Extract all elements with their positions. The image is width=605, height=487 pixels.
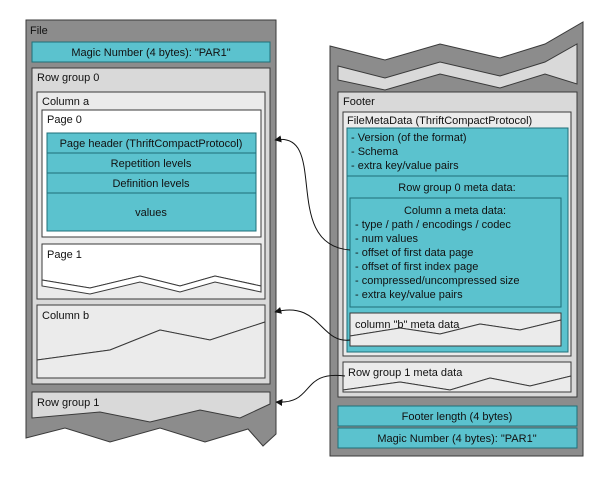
- page-0: Page 0 Page header (ThriftCompactProtoco…: [41, 109, 262, 238]
- row-group-0-meta-title: Row group 0 meta data:: [398, 182, 515, 194]
- column-a-meta-title: Column a meta data:: [404, 205, 506, 217]
- column-b-meta: column "b" meta data: [349, 312, 562, 347]
- column-a-meta: Column a meta data: - type / path / enco…: [349, 197, 562, 308]
- footer-length: [337, 405, 578, 427]
- arrow-column-b-meta-to-column-b: [274, 306, 351, 341]
- row-group-1: Row group 1: [31, 391, 271, 423]
- column-b: Column b: [36, 304, 266, 379]
- page-0-title: Page 0: [47, 114, 82, 126]
- footer-panel: Footer FileMetaData (ThriftCompactProtoc…: [329, 21, 584, 457]
- file-magic-number: [31, 41, 271, 63]
- column-b-title: Column b: [42, 310, 89, 322]
- values-section: [46, 192, 257, 232]
- arrow-row-group-1-meta-to-row-group-1: [275, 374, 346, 406]
- footer-magic-number: [337, 427, 578, 449]
- fmd-item-version: - Version (of the format): [351, 132, 467, 144]
- definition-levels-label: Definition levels: [112, 178, 190, 190]
- cam-item-num-values: - num values: [355, 233, 418, 245]
- row-group-1-meta: Row group 1 meta data: [342, 361, 572, 393]
- footer-length-label: Footer length (4 bytes): [402, 411, 513, 423]
- footer-magic-number-label: Magic Number (4 bytes): "PAR1": [377, 433, 536, 445]
- page-1-title: Page 1: [47, 249, 82, 261]
- repetition-levels-label: Repetition levels: [111, 158, 192, 170]
- cam-item-offset-index: - offset of first index page: [355, 261, 478, 273]
- filemetadata-title: FileMetaData (ThriftCompactProtocol): [347, 115, 532, 127]
- arrow-column-a-meta-to-column-a: [274, 135, 351, 251]
- file-magic-number-label: Magic Number (4 bytes): "PAR1": [71, 47, 230, 59]
- cam-item-size: - compressed/uncompressed size: [355, 275, 519, 287]
- filemetadata-box: FileMetaData (ThriftCompactProtocol) - V…: [342, 111, 572, 357]
- file-title: File: [30, 25, 48, 37]
- cam-item-type: - type / path / encodings / codec: [355, 219, 511, 231]
- row-group-0-title: Row group 0: [37, 72, 99, 84]
- fmd-item-schema: - Schema: [351, 146, 399, 158]
- file-panel: File Magic Number (4 bytes): "PAR1" Row …: [25, 19, 277, 447]
- row-group-1-title: Row group 1: [37, 397, 99, 409]
- footer-torn-edge: [337, 43, 578, 91]
- values-label: values: [135, 207, 167, 219]
- cam-item-offset-data: - offset of first data page: [355, 247, 473, 259]
- row-group-0: Row group 0 Column a Page 0 Page header …: [31, 67, 271, 385]
- column-a: Column a Page 0 Page header (ThriftCompa…: [36, 91, 266, 300]
- page-header-label: Page header (ThriftCompactProtocol): [60, 138, 243, 150]
- page-1: Page 1: [41, 243, 262, 295]
- fmd-item-kv: - extra key/value pairs: [351, 160, 459, 172]
- row-group-1-meta-label: Row group 1 meta data: [348, 367, 463, 379]
- footer-title: Footer: [343, 96, 375, 108]
- footer-section: Footer FileMetaData (ThriftCompactProtoc…: [337, 91, 578, 398]
- column-b-meta-label: column "b" meta data: [355, 319, 460, 331]
- column-a-title: Column a: [42, 96, 90, 108]
- cam-item-kv: - extra key/value pairs: [355, 289, 463, 301]
